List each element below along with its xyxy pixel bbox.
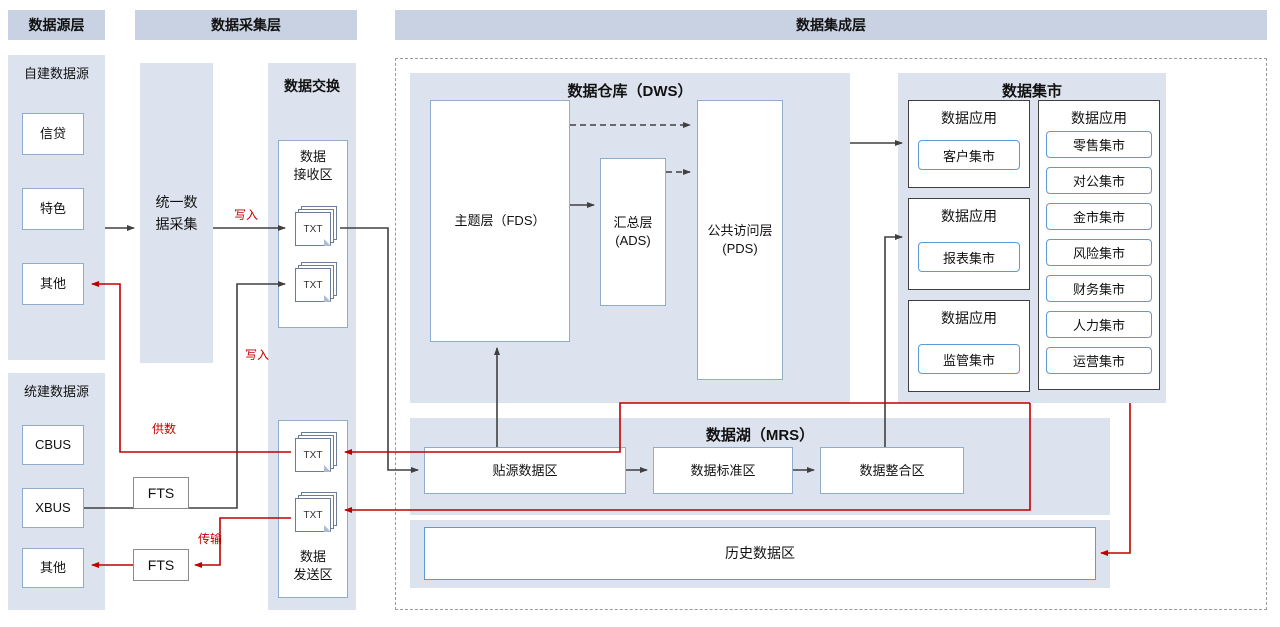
txt-file-icon-receive-1: TXT: [291, 206, 337, 250]
unified-collection-label: 统一数据采集: [155, 193, 198, 232]
source-box-other-unified: 其他: [22, 548, 84, 588]
source-box-special-label: 特色: [39, 201, 66, 217]
mart-item-corporate: 对公集市: [1046, 167, 1152, 194]
receive-label-line2: 接收区: [293, 167, 333, 183]
pds-box: 公共访问层 (PDS): [697, 100, 783, 380]
send-label-line2: 发送区: [293, 567, 333, 583]
mart-item-customer-label: 客户集市: [942, 148, 995, 164]
txt-page-front: TXT: [295, 212, 331, 246]
mrs-zone-integration: 数据整合区: [820, 447, 964, 494]
header-source-layer-label: 数据源层: [28, 17, 85, 33]
mart-item-report: 报表集市: [918, 242, 1020, 272]
history-data-box: 历史数据区: [424, 527, 1096, 580]
mart-item-finance: 财务集市: [1046, 275, 1152, 302]
source-box-xbus: XBUS: [22, 488, 84, 528]
fts-box-top-label: FTS: [147, 484, 175, 501]
txt-label: TXT: [303, 509, 323, 521]
data-exchange-title: 数据交换: [284, 78, 340, 94]
flow-label-transfer: 传输: [198, 532, 223, 546]
mart-item-operations-label: 运营集市: [1072, 354, 1125, 369]
fts-box-top: FTS: [133, 477, 189, 509]
receive-area-label: 数据 接收区: [278, 148, 348, 184]
mrs-zone-standard-label: 数据标准区: [690, 462, 756, 478]
mart-item-regulatory: 监管集市: [918, 344, 1020, 374]
mrs-zone-source: 贴源数据区: [424, 447, 626, 494]
pds-label-line1: 公共访问层: [707, 223, 773, 239]
flow-label-write-bottom: 写入: [245, 348, 270, 362]
mrs-zone-standard: 数据标准区: [653, 447, 793, 494]
ads-box: 汇总层 (ADS): [600, 158, 666, 306]
data-mart-title: 数据集市: [1001, 83, 1062, 100]
mart-item-operations: 运营集市: [1046, 347, 1152, 374]
mart-group-report-label: 数据应用: [941, 208, 997, 224]
mart-item-goldmarket: 金市集市: [1046, 203, 1152, 230]
mart-item-retail-label: 零售集市: [1072, 138, 1125, 153]
source-box-cbus-label: CBUS: [34, 437, 72, 453]
receive-label-line1: 数据: [299, 149, 326, 164]
ads-label-line2: (ADS): [615, 233, 651, 248]
txt-label: TXT: [303, 223, 323, 235]
send-label-line1: 数据: [299, 549, 326, 564]
fds-label: 主题层（FDS）: [454, 213, 546, 229]
history-data-label: 历史数据区: [725, 545, 795, 562]
pds-label-line2: (PDS): [722, 241, 758, 256]
txt-label: TXT: [303, 279, 323, 291]
header-collection-layer: 数据采集层: [135, 10, 357, 40]
unified-collection-box: 统一数据采集: [140, 63, 213, 363]
source-box-cbus: CBUS: [22, 425, 84, 465]
mart-item-regulatory-label: 监管集市: [942, 352, 995, 368]
source-box-other-self: 其他: [22, 263, 84, 305]
fts-box-bottom: FTS: [133, 549, 189, 581]
mrs-zone-source-label: 贴源数据区: [492, 462, 558, 478]
mart-item-finance-label: 财务集市: [1072, 282, 1125, 297]
source-box-other-self-label: 其他: [39, 276, 66, 292]
mart-item-goldmarket-label: 金市集市: [1072, 210, 1125, 225]
mart-item-risk-label: 风险集市: [1072, 246, 1125, 261]
source-box-special: 特色: [22, 188, 84, 230]
mart-group-business-label: 数据应用: [1071, 110, 1127, 126]
txt-page-front: TXT: [295, 268, 331, 302]
source-box-other-unified-label: 其他: [39, 560, 66, 576]
fts-box-bottom-label: FTS: [147, 556, 175, 573]
header-integration-layer-label: 数据集成层: [796, 17, 866, 33]
mart-item-customer: 客户集市: [918, 140, 1020, 170]
mart-group-customer-label: 数据应用: [941, 110, 997, 126]
unified-built-title: 统建数据源: [23, 384, 89, 399]
header-source-layer: 数据源层: [8, 10, 105, 40]
txt-file-icon-receive-2: TXT: [291, 262, 337, 306]
mart-item-report-label: 报表集市: [942, 250, 995, 266]
source-box-credit-label: 信贷: [39, 126, 66, 142]
txt-label: TXT: [303, 449, 323, 461]
txt-page-front: TXT: [295, 438, 331, 472]
txt-file-icon-send-1: TXT: [291, 432, 337, 476]
ads-label-line1: 汇总层: [613, 215, 653, 231]
mart-item-corporate-label: 对公集市: [1072, 174, 1125, 189]
txt-file-icon-send-2: TXT: [291, 492, 337, 536]
mart-item-hr: 人力集市: [1046, 311, 1152, 338]
mrs-title: 数据湖（MRS）: [705, 427, 815, 444]
self-built-title: 自建数据源: [23, 66, 89, 81]
send-area-label: 数据 发送区: [278, 548, 348, 584]
dws-title: 数据仓库（DWS）: [567, 83, 693, 100]
flow-label-write-top: 写入: [234, 208, 259, 222]
header-integration-layer: 数据集成层: [395, 10, 1267, 40]
mart-item-hr-label: 人力集市: [1072, 318, 1125, 333]
mrs-zone-integration-label: 数据整合区: [859, 462, 925, 478]
fds-box: 主题层（FDS）: [430, 100, 570, 342]
txt-page-front: TXT: [295, 498, 331, 532]
mart-item-retail: 零售集市: [1046, 131, 1152, 158]
source-box-xbus-label: XBUS: [35, 500, 71, 516]
source-box-credit: 信贷: [22, 113, 84, 155]
mart-group-regulatory-label: 数据应用: [941, 310, 997, 326]
header-collection-layer-label: 数据采集层: [211, 17, 281, 33]
flow-label-supply: 供数: [152, 422, 177, 436]
mart-item-risk: 风险集市: [1046, 239, 1152, 266]
